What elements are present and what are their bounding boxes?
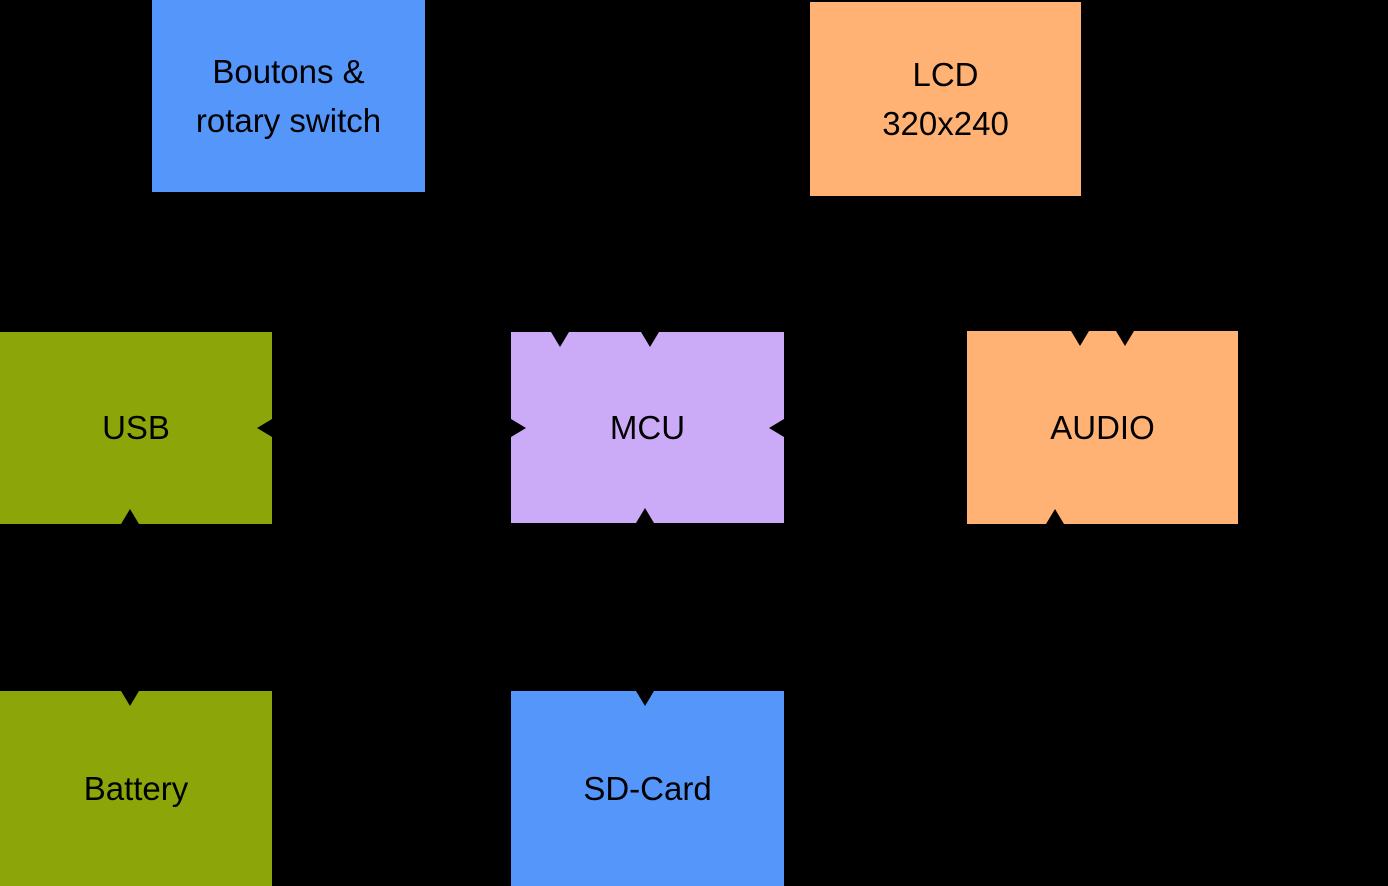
connector-arrowhead-icon bbox=[1046, 509, 1064, 524]
node-battery: Battery bbox=[0, 691, 272, 886]
node-usb-label-text: USB bbox=[102, 409, 170, 447]
node-audio-label: AUDIO bbox=[1050, 403, 1155, 453]
connector-arrowhead-icon bbox=[769, 419, 784, 437]
node-boutons-label-line1: Boutons & bbox=[212, 52, 365, 90]
node-lcd: LCD 320x240 bbox=[810, 2, 1081, 196]
node-sd-card-label: SD-Card bbox=[583, 764, 711, 814]
node-audio-label-text: AUDIO bbox=[1050, 408, 1155, 446]
node-mcu-label-text: MCU bbox=[609, 408, 686, 446]
connector-arrowhead-icon bbox=[1116, 331, 1134, 346]
node-sd-card: SD-Card bbox=[511, 691, 784, 886]
node-lcd-label-line2: 320x240 bbox=[882, 105, 1009, 142]
node-lcd-label-line1: LCD bbox=[912, 55, 979, 93]
node-usb: USB bbox=[0, 332, 272, 524]
node-audio: AUDIO bbox=[967, 331, 1238, 524]
node-boutons-rotary-switch: Boutons & rotary switch bbox=[152, 0, 425, 192]
node-battery-label-text: Battery bbox=[83, 769, 189, 807]
node-lcd-label: LCD 320x240 bbox=[882, 50, 1009, 149]
node-mcu-label: MCU bbox=[610, 403, 685, 453]
connector-arrowhead-icon bbox=[641, 332, 659, 347]
node-usb-label: USB bbox=[102, 403, 170, 453]
node-sd-card-label-text: SD-Card bbox=[583, 769, 712, 807]
connector-arrowhead-icon bbox=[121, 691, 139, 706]
node-boutons-label-line2: rotary switch bbox=[195, 102, 382, 139]
connector-arrowhead-icon bbox=[636, 691, 654, 706]
connector-arrowhead-icon bbox=[257, 419, 272, 437]
connector-arrowhead-icon bbox=[511, 419, 526, 437]
node-mcu: MCU bbox=[511, 332, 784, 523]
connector-arrowhead-icon bbox=[1071, 331, 1089, 346]
connector-arrowhead-icon bbox=[636, 508, 654, 523]
node-battery-label: Battery bbox=[84, 764, 189, 814]
connector-arrowhead-icon bbox=[121, 509, 139, 524]
node-boutons-label: Boutons & rotary switch bbox=[196, 47, 381, 146]
connector-arrowhead-icon bbox=[551, 332, 569, 347]
